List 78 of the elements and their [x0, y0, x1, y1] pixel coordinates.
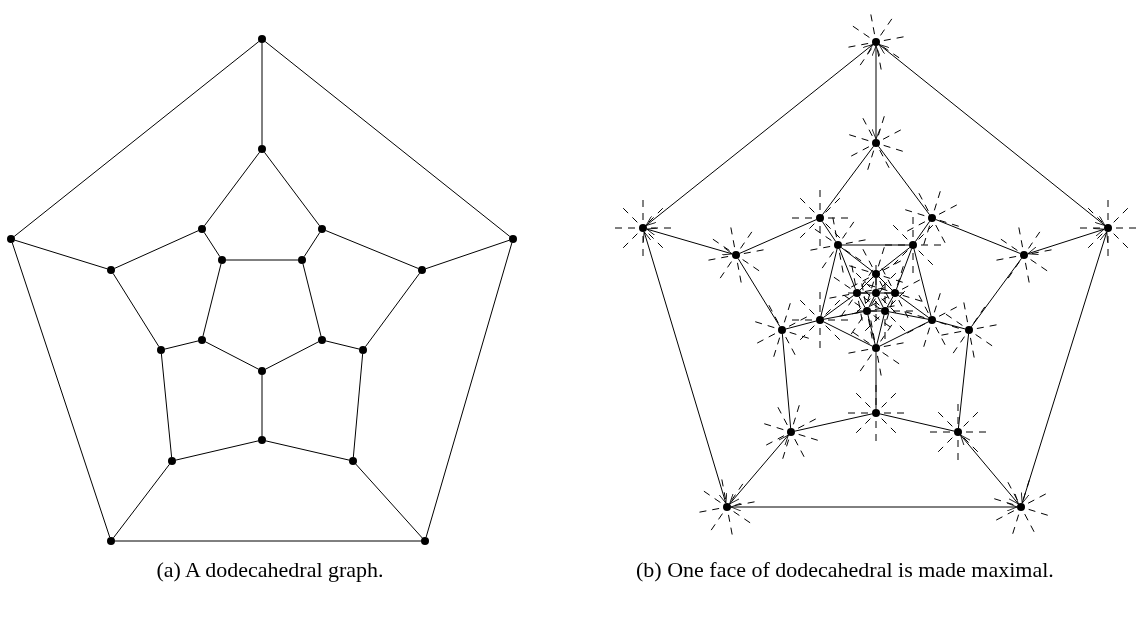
graph-edge — [875, 277, 877, 290]
graph-edge — [642, 231, 728, 504]
graph-edge — [355, 463, 423, 539]
graph-edge — [364, 272, 421, 348]
graph-edge — [202, 263, 222, 337]
graph-edge — [895, 248, 913, 290]
graph-edge — [878, 246, 911, 273]
graph-edge — [875, 351, 877, 410]
graph-edge — [352, 353, 364, 458]
graph-edge — [859, 276, 874, 291]
graph-edge — [838, 248, 857, 290]
graph-edge — [325, 340, 360, 350]
graph-edge — [160, 353, 173, 458]
graph-edge — [205, 341, 259, 370]
graph-edge — [264, 41, 511, 237]
graph-edge — [860, 292, 873, 294]
graph-edge — [303, 231, 321, 258]
graph-edge — [888, 311, 929, 320]
graph-edge — [739, 219, 817, 254]
graph-edge — [781, 333, 792, 429]
graph-edge — [821, 145, 875, 216]
graph-edge — [785, 320, 817, 330]
graph-edge — [840, 246, 874, 273]
graph-edge — [970, 257, 1023, 328]
graph-edge — [225, 259, 299, 261]
graph-edge — [794, 413, 873, 432]
graph-edge — [425, 242, 513, 538]
graph-edge — [879, 413, 955, 432]
graph-edge — [114, 540, 422, 542]
graph-edge — [261, 374, 263, 437]
graph-edge — [302, 263, 322, 337]
graph-edge — [11, 242, 111, 538]
graph-edge — [886, 296, 894, 308]
graph-edge — [729, 434, 789, 505]
graph-edge — [957, 333, 970, 429]
graph-edge — [870, 310, 882, 312]
graph-edge — [13, 41, 260, 237]
graph-edge — [841, 244, 910, 246]
graph-edge — [878, 276, 893, 291]
graph-edge — [261, 42, 263, 146]
graph-edge — [960, 434, 1019, 505]
graph-edge — [897, 294, 930, 319]
graph-edge — [646, 227, 733, 256]
graph-edge — [114, 230, 199, 269]
graph-edge — [876, 314, 885, 345]
graph-edge — [879, 292, 892, 294]
graph-edge — [325, 230, 419, 269]
graph-edge — [1027, 228, 1105, 255]
graph-edge — [265, 341, 319, 370]
graph-edge — [425, 239, 510, 270]
graph-edge — [858, 296, 866, 308]
graph-edge — [913, 248, 932, 317]
figure-caption: (b) One face of dodecahedral is made maximal. — [636, 556, 1055, 584]
graph-edge — [878, 44, 1106, 226]
graph-edge — [823, 311, 864, 320]
graph-edge — [737, 257, 781, 328]
graph-edge — [822, 294, 855, 319]
graph-edge — [263, 151, 321, 227]
graph-edge — [175, 440, 259, 461]
graph-edge — [1020, 231, 1109, 504]
graph-edge — [265, 440, 350, 461]
graph-edge — [14, 239, 108, 270]
graph-edge — [203, 231, 221, 258]
graph-edge — [203, 151, 261, 227]
graph-edge — [164, 340, 199, 350]
graph-edge — [645, 44, 874, 226]
graph-edge — [877, 145, 931, 216]
graph-edge — [914, 220, 931, 243]
graph-edge — [867, 314, 876, 345]
graph-edge — [820, 248, 838, 317]
graph-edge — [823, 321, 873, 347]
graph-edge — [879, 321, 929, 347]
graph-edge — [935, 320, 966, 330]
graph-edge — [112, 463, 171, 539]
graph-edge — [821, 220, 837, 243]
figure-caption: (a) A dodecahedral graph. — [155, 556, 385, 584]
graph-edge — [112, 272, 160, 348]
graph-edge — [935, 219, 1021, 254]
